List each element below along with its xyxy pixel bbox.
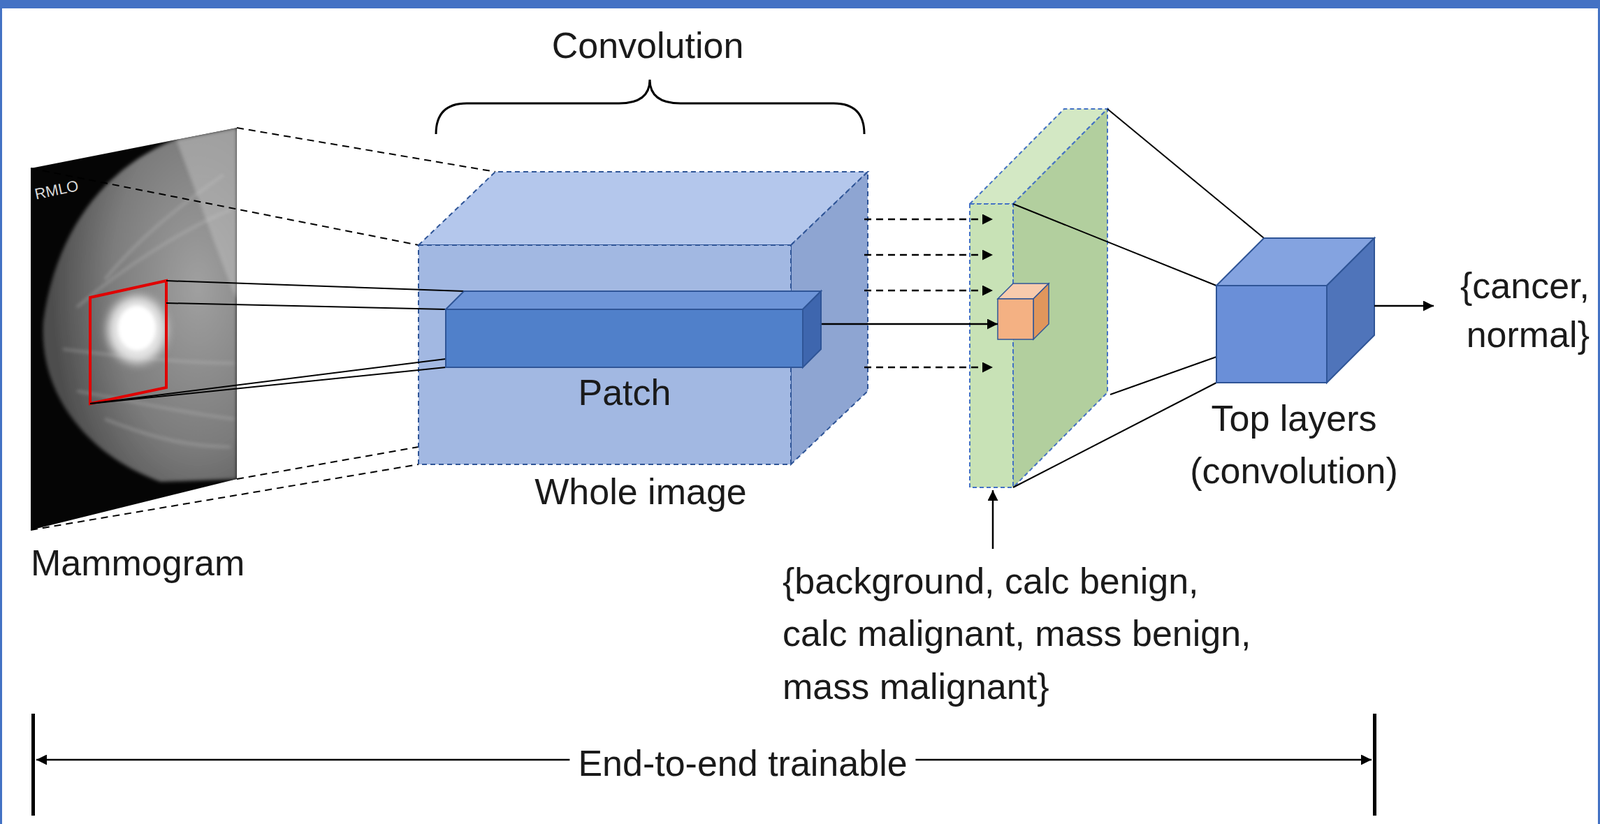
span-label: End-to-end trainable <box>569 737 916 791</box>
pyramid-line <box>1013 204 1217 286</box>
patch-side <box>802 291 821 368</box>
image-node: Mammogram <box>30 127 272 596</box>
patch-top <box>445 291 821 310</box>
projection-line <box>30 168 419 246</box>
output-arrow <box>1374 305 1434 308</box>
tissue-strand <box>76 209 231 308</box>
label-slot: RMLO <box>32 176 81 205</box>
projection-line <box>236 127 496 172</box>
cube-node: Top layers (convolution) <box>1161 238 1430 532</box>
node-label: Patch <box>554 366 695 420</box>
map-arrow <box>864 366 993 369</box>
patch-lines <box>90 280 464 404</box>
top-bar <box>0 0 1600 9</box>
pyramid-line <box>1110 357 1217 395</box>
label-slot: {background, calc benign, calc malignant… <box>782 555 1265 714</box>
map-arrow <box>864 289 993 293</box>
node-label: Top layers (convolution) <box>1161 392 1427 499</box>
map-arrows <box>864 219 993 368</box>
class-set: {background, calc benign, calc malignant… <box>782 555 1265 714</box>
node-label: Mammogram <box>30 537 269 590</box>
patch-line <box>90 367 446 404</box>
tissue-strands <box>62 174 235 448</box>
patch-line <box>90 359 446 404</box>
pyramid-line <box>1013 382 1217 488</box>
frame-edge <box>0 0 3 824</box>
map-arrow <box>864 254 993 257</box>
brace <box>435 79 865 135</box>
cube-front <box>1216 285 1327 383</box>
view-tag: RMLO <box>32 176 81 205</box>
class-arrow <box>992 490 995 550</box>
patch-node: Patch <box>445 291 821 423</box>
pyramid-line <box>1107 108 1264 239</box>
node-label: Whole image <box>500 466 781 519</box>
tissue-strand <box>104 174 224 280</box>
patch-marker <box>90 280 167 404</box>
patch-arrow <box>821 323 998 326</box>
frame-edge <box>1597 0 1600 824</box>
label-slot: {cancer, normal} <box>1439 261 1590 360</box>
patch-bar <box>445 291 821 368</box>
tissue-strand <box>104 419 231 448</box>
whole-image-block <box>418 171 868 465</box>
output-set: {cancer, normal} <box>1439 261 1590 360</box>
map-cell <box>997 283 1049 340</box>
patch-front <box>445 309 803 368</box>
label-slot: End-to-end trainable <box>569 737 916 791</box>
pectoral-muscle <box>176 127 237 301</box>
span-bar <box>1372 714 1377 817</box>
stage-label: Convolution <box>551 19 745 72</box>
label-slot: Convolution <box>551 19 745 72</box>
mass <box>118 306 156 351</box>
cell-side <box>1033 283 1049 340</box>
image-ground <box>27 125 242 535</box>
cube-side <box>1326 238 1375 383</box>
projection-line <box>30 464 419 531</box>
slab-front <box>969 204 1014 488</box>
span-bar <box>31 714 35 817</box>
patch-line <box>166 280 464 292</box>
patch-line <box>166 303 446 310</box>
top-layers-cube <box>1216 238 1375 383</box>
block-top <box>418 171 868 246</box>
map-arrow <box>864 218 993 221</box>
projection-line <box>236 447 419 480</box>
mass-glow <box>107 296 167 364</box>
feature-map <box>969 108 1108 488</box>
block-node: Whole image Patch <box>418 171 868 522</box>
mammogram-image <box>27 125 242 535</box>
cell-front <box>997 299 1034 340</box>
